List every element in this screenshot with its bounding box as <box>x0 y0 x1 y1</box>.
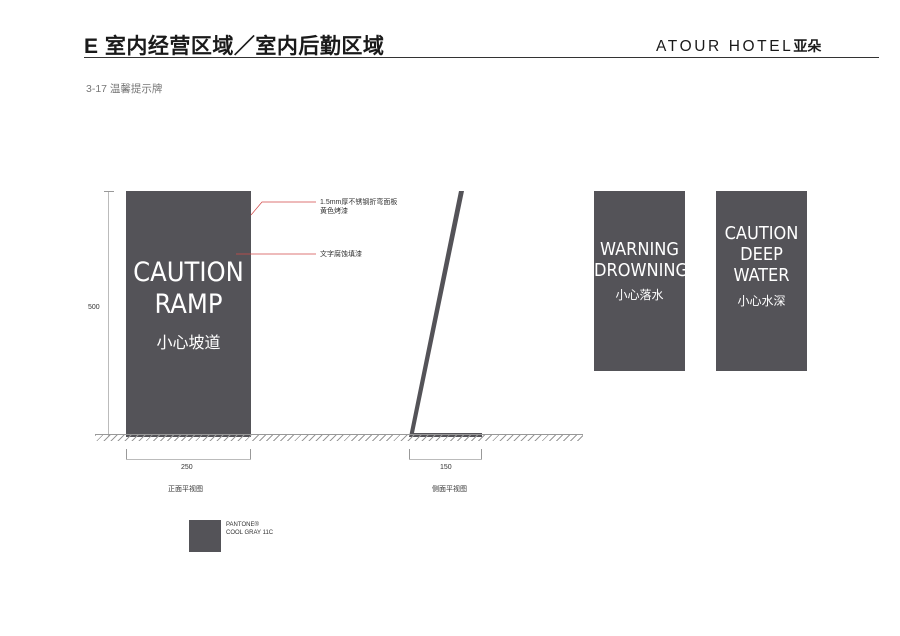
sign-caution-ramp: CAUTION RAMP 小心坡道 <box>126 191 251 437</box>
sign-caution-ramp-line1: CAUTION <box>133 257 244 288</box>
sign-deep-water-cn: 小心水深 <box>737 293 786 308</box>
sign-warning-drowning: WARNING DROWNING 小心落水 <box>594 191 689 371</box>
callout-panel-material-2: 黄色烤漆 <box>320 208 348 215</box>
height-dimension-label: 500 <box>88 304 100 311</box>
color-spec-line1: PANTONE® <box>226 522 259 528</box>
side-view-caption: 侧面平视图 <box>432 486 467 493</box>
brand-name-en: ATOUR HOTEL <box>656 38 794 55</box>
callout-panel-material-1: 1.5mm厚不锈钢折弯面板 <box>320 199 398 206</box>
section-label: 3-17 温馨提示牌 <box>86 83 163 95</box>
color-spec-line2: COOL GRAY 11C <box>226 530 274 536</box>
sign-drowning-line1: WARNING <box>600 239 679 260</box>
side-width-dimension-tick-left <box>409 449 410 459</box>
sign-drowning-line2: DROWNING <box>594 260 689 282</box>
sign-deep-water-line1: CAUTION <box>724 223 799 244</box>
front-view-caption: 正面平视图 <box>168 486 203 493</box>
width-dimension-label: 250 <box>181 464 193 471</box>
width-dimension-tick-right <box>250 449 251 459</box>
side-width-dimension-label: 150 <box>440 464 452 471</box>
side-width-dimension-tick-right <box>481 449 482 459</box>
callout-leader-panel <box>250 201 316 216</box>
callout-text-finish: 文字腐蚀填漆 <box>320 251 362 258</box>
side-view-profile <box>409 191 482 437</box>
brand-name-cn: 亚朵 <box>793 38 822 54</box>
header-divider <box>84 57 879 58</box>
brand-logo: ATOUR HOTEL亚朵 <box>656 36 821 56</box>
width-dimension-tick-left <box>126 449 127 459</box>
sign-caution-deep-water: CAUTION DEEP WATER 小心水深 <box>716 191 807 371</box>
color-swatch <box>189 520 221 552</box>
page-title: E 室内经营区域／室内后勤区域 <box>84 35 385 58</box>
width-dimension-line <box>126 459 251 460</box>
ground-hatch <box>95 434 583 441</box>
sign-caution-ramp-cn: 小心坡道 <box>156 334 221 352</box>
side-width-dimension-line <box>409 459 482 460</box>
sign-deep-water-line2: DEEP <box>740 244 783 266</box>
sign-deep-water-line3: WATER <box>733 265 790 287</box>
height-dimension-line <box>108 191 109 437</box>
sign-drowning-cn: 小心落水 <box>615 288 664 303</box>
height-dimension-tick-top <box>104 191 114 192</box>
sign-caution-ramp-line2: RAMP <box>154 288 223 320</box>
